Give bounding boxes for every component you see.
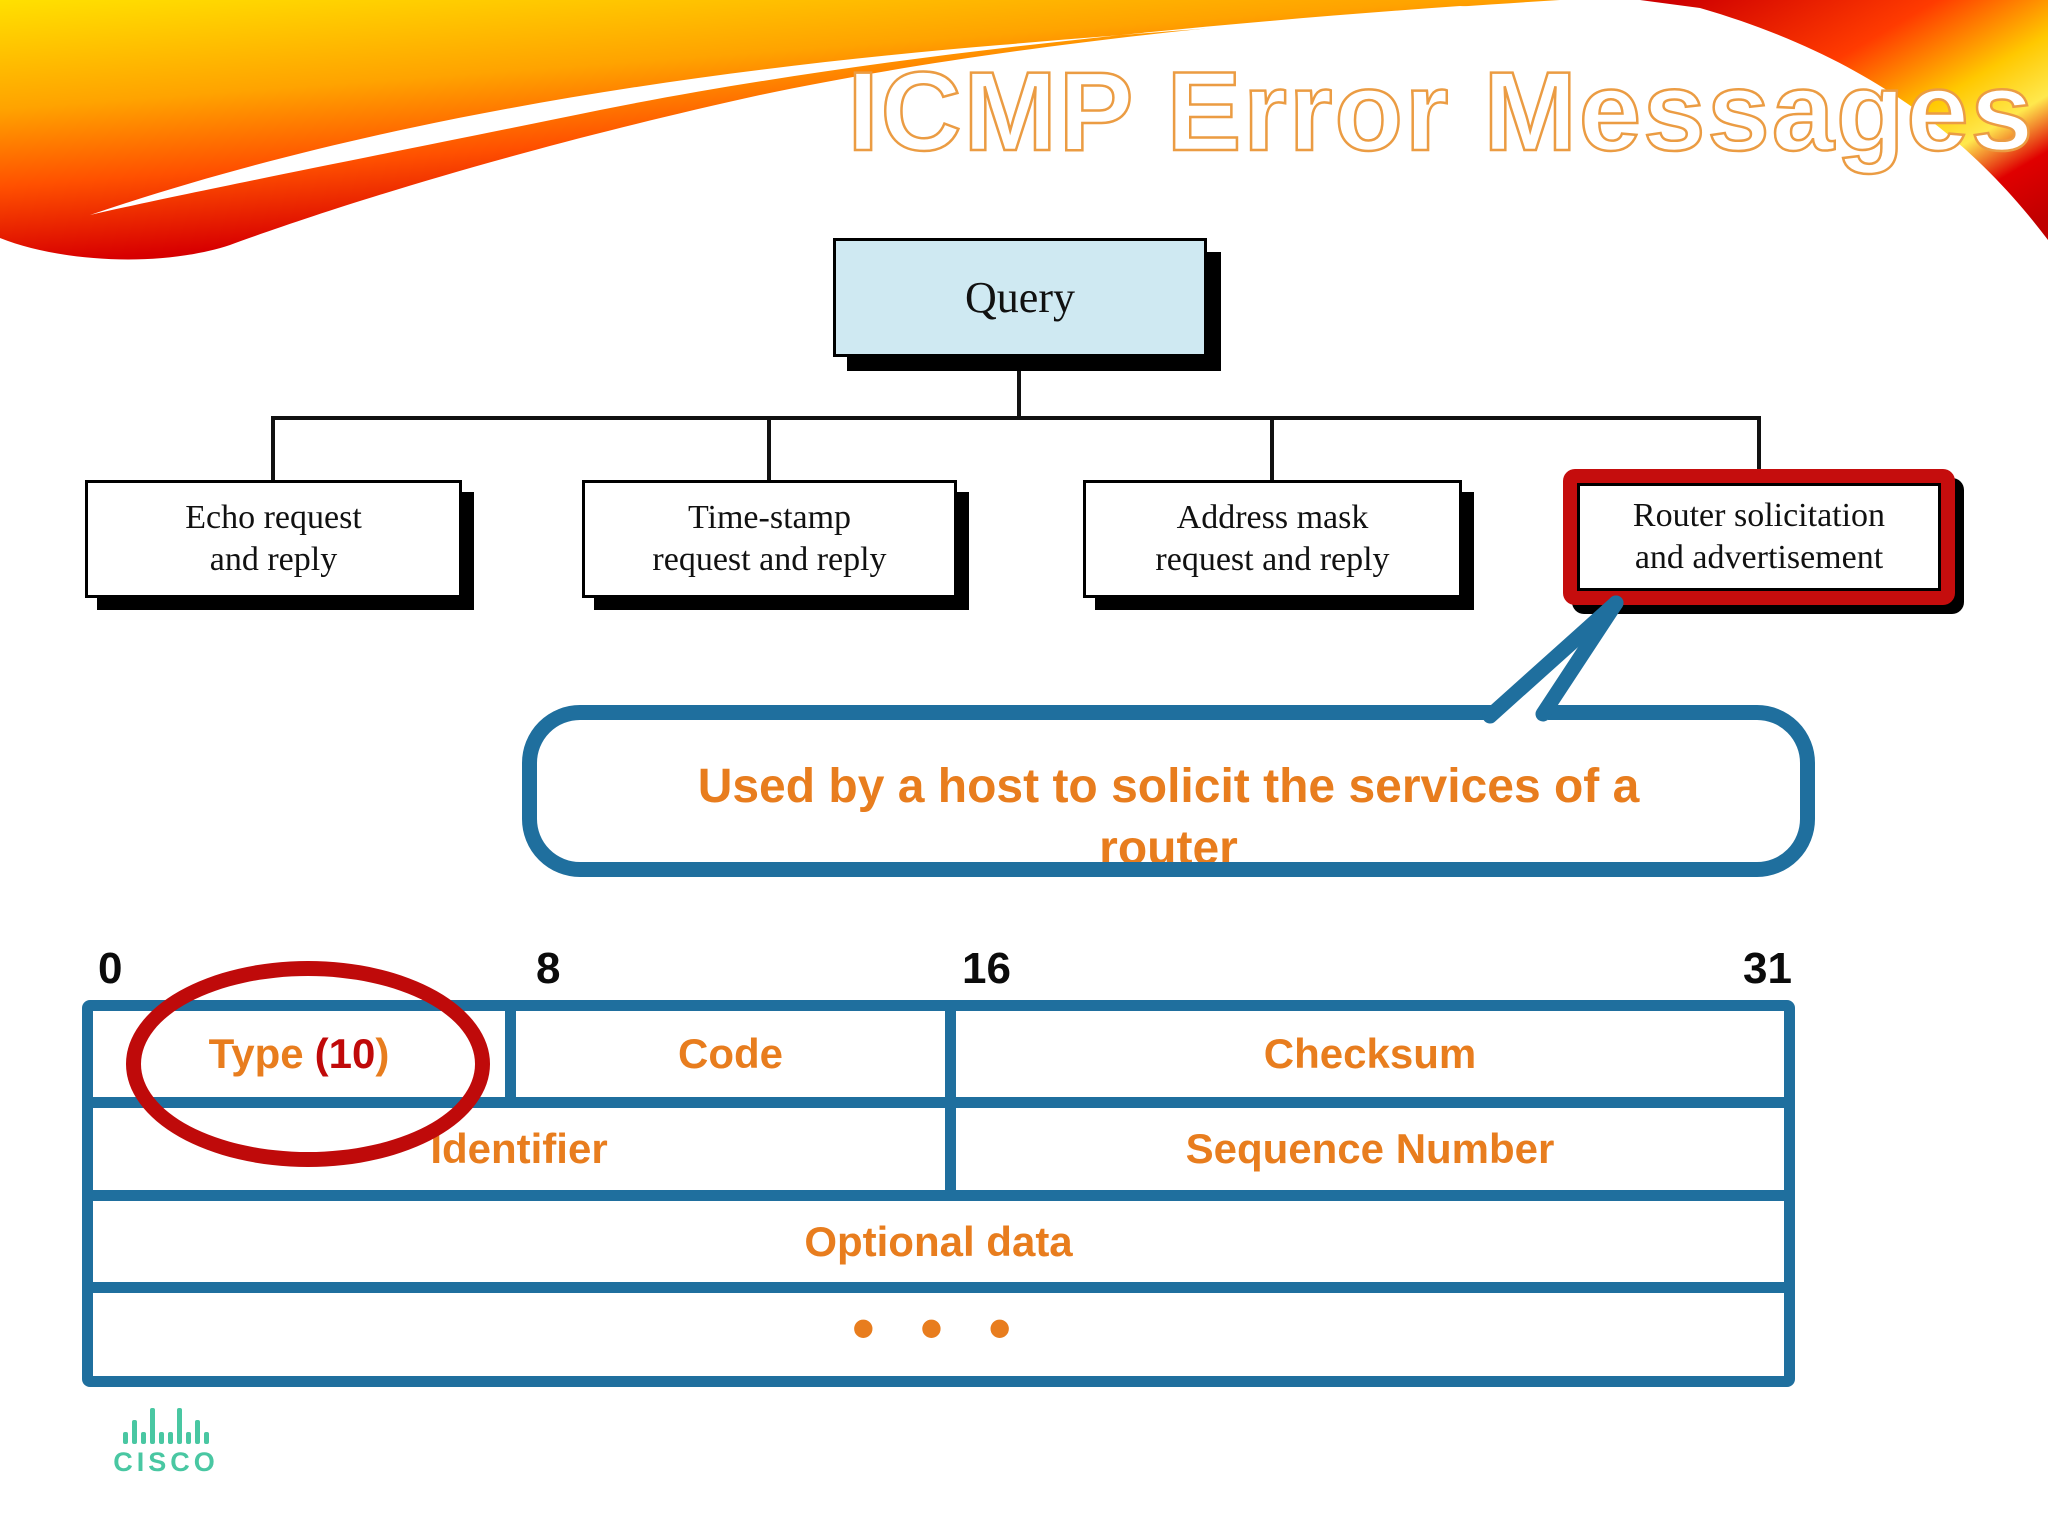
tree-connector-root-drop: [1017, 357, 1021, 418]
header-swoosh-graphic: [0, 0, 2048, 260]
field-code: Code: [516, 1011, 945, 1097]
red-circle-annotation: [126, 961, 490, 1167]
bit-label-8: 8: [536, 944, 561, 993]
field-continuation-dots: • • •: [93, 1293, 1784, 1376]
bit-label-31: 31: [1743, 944, 1792, 993]
tree-connector-drop-addressmask: [1270, 416, 1274, 480]
speech-bubble-line1: Used by a host to solicit the services o…: [697, 760, 1640, 813]
node-router-highlight-border: Router solicitation and advertisement: [1563, 469, 1955, 605]
tree-connector-drop-timestamp: [767, 416, 771, 480]
field-sequence-number: Sequence Number: [956, 1108, 1784, 1190]
node-query: Query: [833, 238, 1207, 357]
bit-label-16: 16: [962, 944, 1011, 993]
node-label-line: Router solicitation: [1632, 496, 1886, 534]
packet-row-2: Identifier Sequence Number: [93, 1108, 1784, 1190]
tree-connector-drop-echo: [271, 416, 275, 480]
node-label-line: Time-stamp: [687, 498, 852, 536]
bit-label-0: 0: [98, 944, 123, 993]
tree-connector-drop-router: [1757, 416, 1761, 469]
node-label-line: request and reply: [1155, 541, 1390, 578]
speech-bubble: Used by a host to solicit the services o…: [522, 705, 1815, 877]
speech-bubble-line2: router: [1099, 822, 1238, 875]
cisco-logo-bars-icon: [123, 1406, 209, 1444]
node-label-line: Address mask: [1176, 498, 1369, 536]
node-label-line: request and reply: [652, 541, 887, 578]
node-address-mask: Address mask request and reply: [1083, 480, 1462, 598]
node-label-line: and advertisement: [1634, 539, 1884, 576]
node-query-label: Query: [965, 273, 1075, 322]
tree-connector-horizontal: [271, 416, 1761, 420]
page-title: ICMP Error Messages: [846, 48, 2035, 176]
packet-row-3: Optional data: [93, 1201, 1784, 1282]
node-echo-request: Echo request and reply: [85, 480, 462, 598]
cisco-logo: CISCO: [106, 1406, 226, 1478]
speech-bubble-text: Used by a host to solicit the services o…: [537, 756, 1800, 875]
node-label-line: Echo request: [185, 498, 362, 536]
packet-row-4: • • •: [93, 1293, 1784, 1376]
field-checksum: Checksum: [956, 1011, 1784, 1097]
page-title-text: ICMP Error Messages: [847, 49, 2035, 174]
node-timestamp: Time-stamp request and reply: [582, 480, 957, 598]
cisco-logo-text: CISCO: [113, 1447, 219, 1477]
node-router-solicitation: Router solicitation and advertisement: [1577, 483, 1941, 591]
node-label-line: and reply: [209, 541, 338, 578]
field-optional-data: Optional data: [93, 1201, 1784, 1282]
